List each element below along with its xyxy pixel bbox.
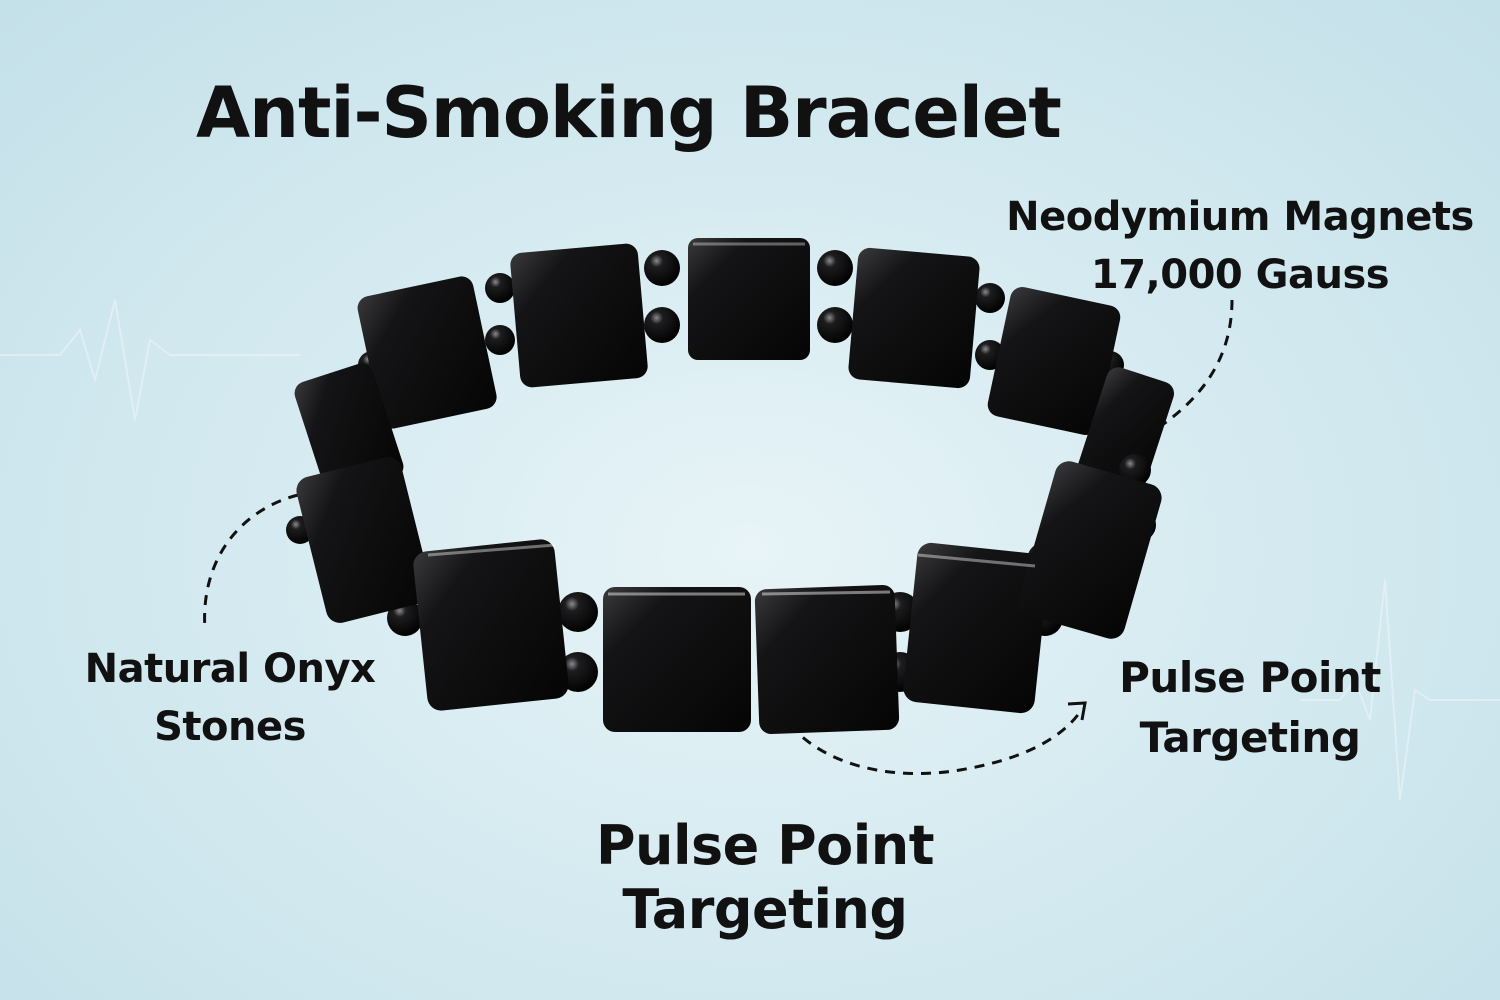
pulse-point-caption: Pulse Point Targeting <box>540 814 990 942</box>
magnets-callout-line <box>1154 299 1234 432</box>
heartbeat-line-left <box>0 299 300 421</box>
pulse-point-caption-line2: Targeting <box>622 878 908 941</box>
bracelet <box>286 238 1175 734</box>
pulse-point-caption-line1: Pulse Point <box>595 814 935 877</box>
magnets-callout: Neodymium Magnets 17,000 Gauss <box>990 188 1490 304</box>
pulse-point-callout: Pulse Point Targeting <box>1100 648 1400 768</box>
bracelet-front-row <box>286 242 1162 734</box>
onyx-callout-line <box>203 493 299 631</box>
onyx-callout-line2: Stones <box>154 704 306 750</box>
magnets-callout-line2: 17,000 Gauss <box>1090 252 1390 298</box>
magnets-callout-line1: Neodymium Magnets <box>1006 194 1474 240</box>
pulse-point-callout-line2: Targeting <box>1139 713 1361 762</box>
heartbeat-line-right <box>1300 579 1500 801</box>
pulse-callout-line <box>788 711 1082 776</box>
onyx-callout-line1: Natural Onyx <box>84 646 376 692</box>
pulse-point-callout-line1: Pulse Point <box>1119 653 1381 702</box>
onyx-callout: Natural Onyx Stones <box>40 640 420 756</box>
page-title: Anti-Smoking Bracelet <box>196 72 1062 154</box>
bracelet-back-row <box>294 238 1175 499</box>
pulse-callout-arrow-icon <box>1067 701 1087 721</box>
